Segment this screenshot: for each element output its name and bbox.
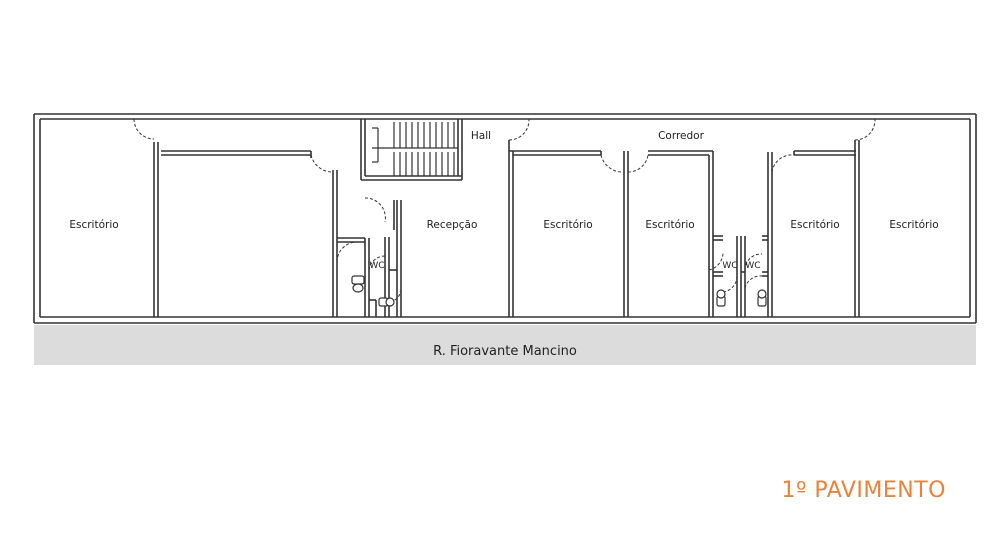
door-swings xyxy=(133,118,876,303)
room-label-wc-2: WC xyxy=(722,261,737,271)
toilet-fixtures xyxy=(351,275,767,307)
room-label-office-1: Escritório xyxy=(69,219,118,231)
room-label-wc-1: WC xyxy=(369,261,384,271)
street-band xyxy=(34,325,976,365)
room-label-hall: Hall xyxy=(471,130,491,142)
room-label-office-2: Escritório xyxy=(543,219,592,231)
floor-title: 1º PAVIMENTO xyxy=(781,478,946,503)
room-label-wc-3: WC xyxy=(745,261,760,271)
room-label-office-4: Escritório xyxy=(790,219,839,231)
street-label: R. Fioravante Mancino xyxy=(433,344,577,359)
room-label-reception: Recepção xyxy=(427,219,478,231)
room-label-office-3: Escritório xyxy=(645,219,694,231)
walls xyxy=(33,113,977,324)
room-label-corridor: Corredor xyxy=(658,130,705,142)
stairs xyxy=(372,122,458,176)
room-label-office-5: Escritório xyxy=(889,219,938,231)
